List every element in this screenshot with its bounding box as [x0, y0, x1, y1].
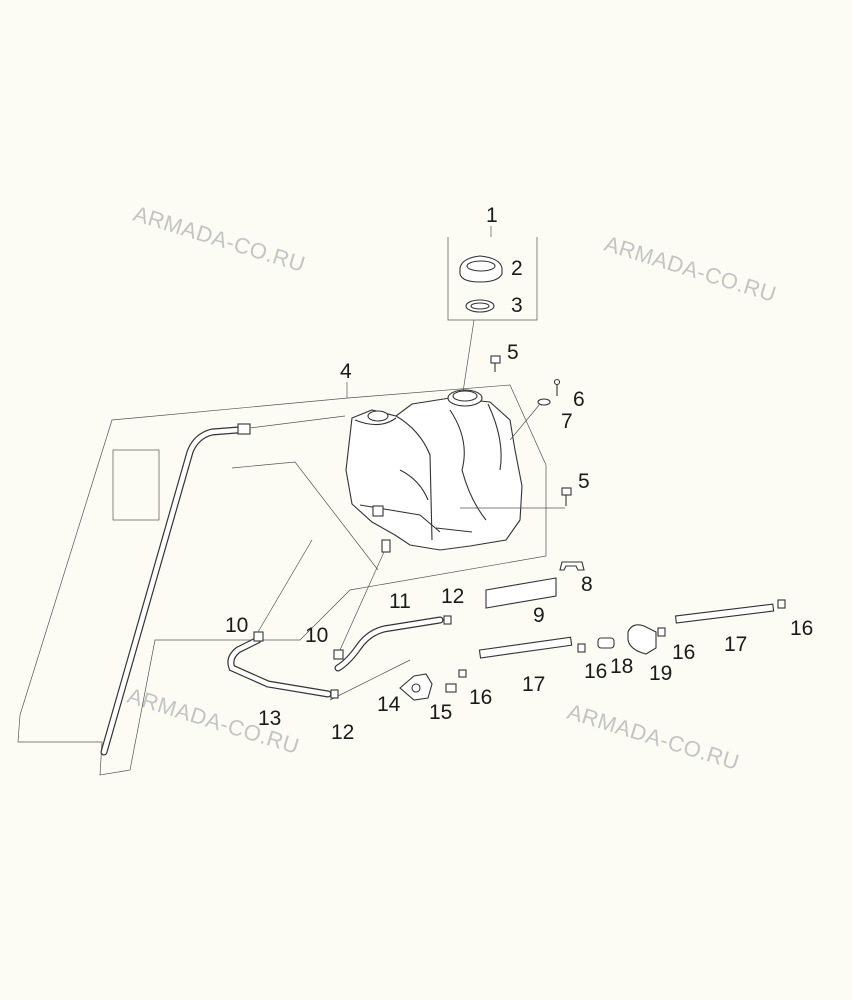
leader-cap-to-tank — [462, 319, 475, 393]
callout-12-bottom: 12 — [331, 721, 354, 744]
pad-9 — [485, 577, 557, 609]
callout-8: 8 — [581, 573, 593, 596]
callout-7: 7 — [561, 410, 573, 433]
fuel-tank — [345, 389, 565, 553]
pump-filter-assembly — [399, 599, 786, 701]
fasteners — [485, 355, 585, 609]
clamp-12-bottom — [330, 689, 339, 699]
callout-11: 11 — [389, 590, 411, 613]
callout-13: 13 — [258, 707, 281, 730]
callout-labels: 1 2 3 4 5 5 6 7 8 9 10 10 11 12 12 13 14… — [225, 204, 813, 744]
watermark: ARMADA-CO.RU — [131, 201, 309, 277]
assembly-frames — [17, 226, 547, 776]
callout-5-right: 5 — [578, 470, 590, 493]
callout-10-left: 10 — [225, 614, 248, 637]
callout-16-a: 16 — [469, 686, 492, 709]
callout-14: 14 — [377, 693, 401, 716]
clamp-16-a — [458, 669, 467, 678]
lower-frame — [329, 659, 411, 701]
tank-assembly-frame — [17, 384, 547, 776]
clamp-16-d — [777, 599, 786, 609]
callout-19: 19 — [649, 662, 672, 685]
hose-frame — [231, 461, 379, 571]
screw-6 — [553, 378, 561, 396]
bolt-5-right — [561, 487, 572, 506]
callout-12-top: 12 — [441, 585, 464, 608]
callout-16-c: 16 — [672, 641, 695, 664]
fuel-filter-19 — [627, 624, 657, 655]
watermark: ARMADA-CO.RU — [565, 699, 743, 775]
clamp-10-left — [253, 631, 264, 642]
washer-7 — [537, 398, 551, 406]
fuel-line-17-right — [674, 603, 775, 624]
callout-3: 3 — [511, 294, 523, 317]
cap-gasket — [465, 299, 495, 313]
clamp-16-c — [657, 627, 666, 637]
watermark: ARMADA-CO.RU — [602, 231, 780, 307]
bolt-5-top — [490, 355, 501, 372]
callout-5-top: 5 — [507, 341, 519, 364]
fuel-hoses — [227, 539, 452, 699]
clamp-16-b — [577, 643, 586, 653]
label-plate — [112, 449, 160, 521]
fuel-line-17-left — [478, 636, 573, 659]
callout-1: 1 — [486, 204, 498, 227]
callout-17-left: 17 — [522, 673, 545, 696]
clamp-10-mid — [333, 649, 344, 660]
breather-hose — [100, 415, 346, 756]
clamp-12-top — [443, 615, 452, 625]
filler-cap — [459, 255, 503, 313]
clip-8 — [559, 561, 585, 571]
callout-16-d: 16 — [790, 617, 813, 640]
filler-neck — [447, 389, 483, 407]
callout-17-right: 17 — [724, 633, 747, 656]
bolt-15 — [445, 683, 457, 693]
callout-4: 4 — [340, 360, 352, 383]
fitting-18 — [597, 637, 615, 649]
callout-15: 15 — [429, 701, 452, 724]
callout-10-mid: 10 — [305, 624, 328, 647]
callout-9: 9 — [533, 604, 545, 627]
callout-6: 6 — [573, 388, 585, 411]
callout-16-b: 16 — [584, 660, 607, 683]
callout-18: 18 — [610, 655, 633, 678]
cap-assembly-bracket — [447, 237, 538, 321]
bracket-14 — [399, 673, 433, 701]
vent-fitting — [367, 410, 389, 422]
callout-2: 2 — [511, 257, 523, 280]
